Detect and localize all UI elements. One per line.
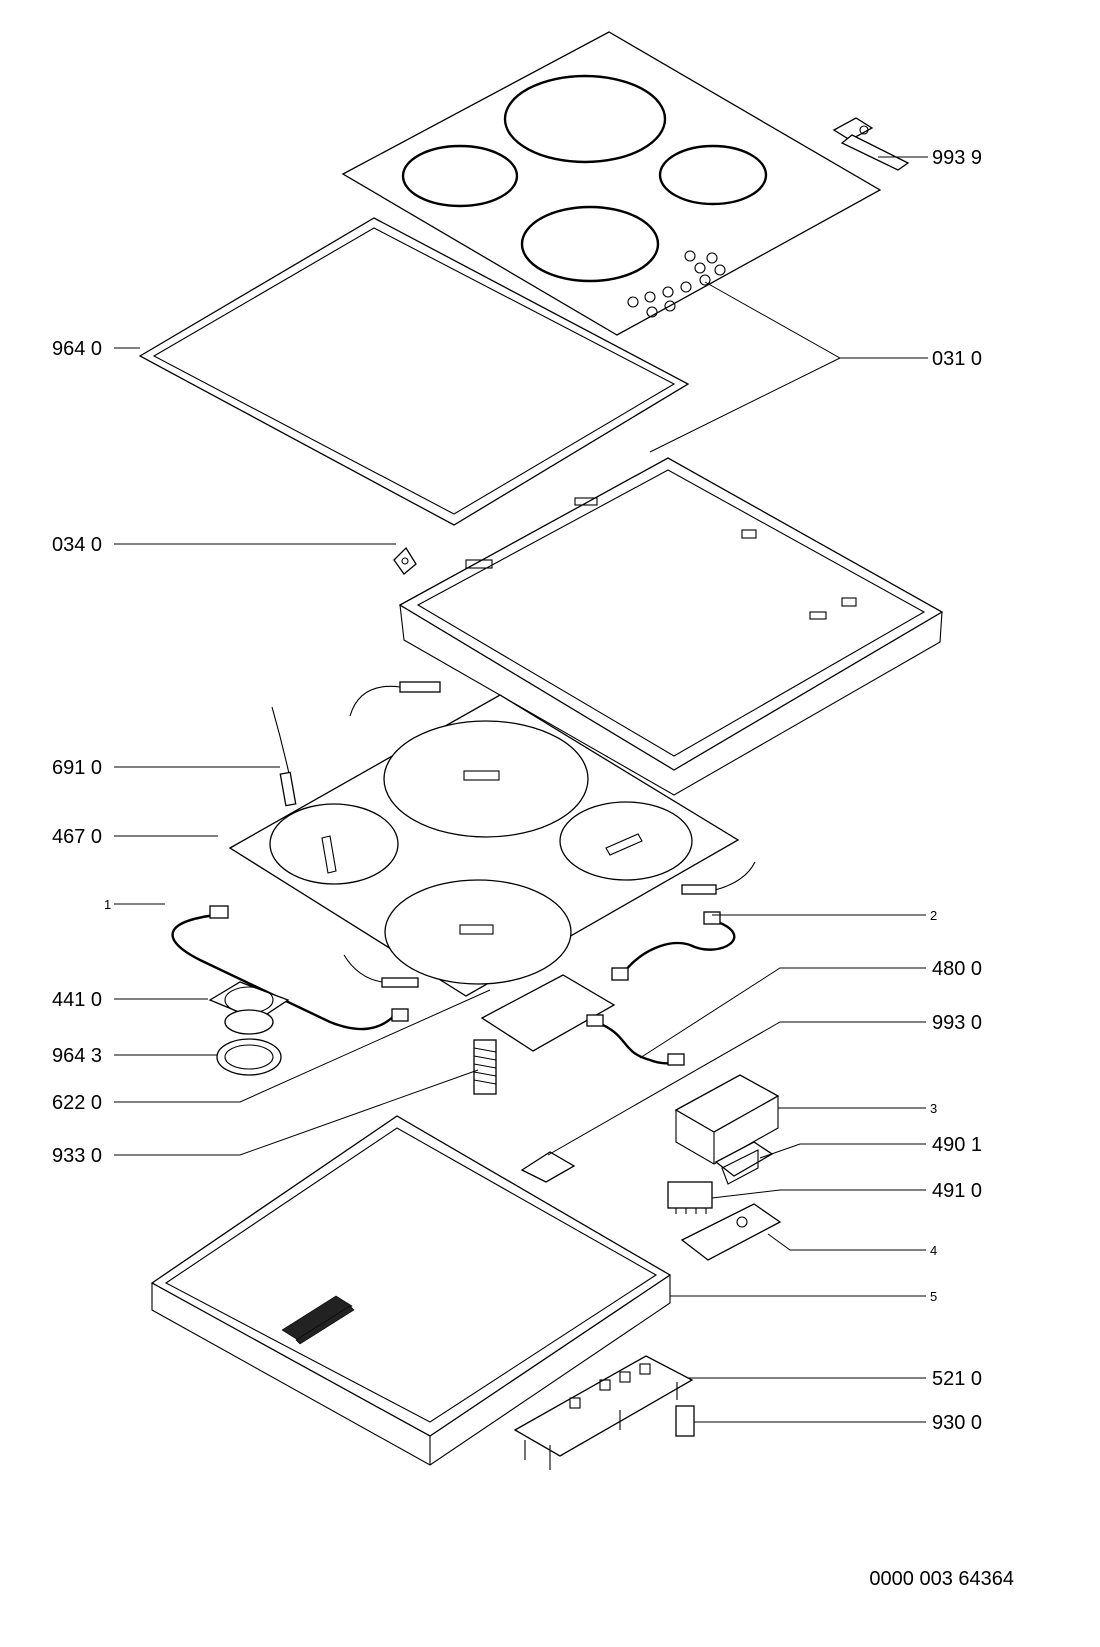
callout-labels: 993 9 964 0 031 0 034 0 691 0 467 0 1 2 … — [52, 147, 982, 1434]
seal-gasket-frame — [138, 217, 690, 526]
callout-622-0: 622 0 — [52, 1092, 102, 1114]
callout-933-0: 933 0 — [52, 1145, 102, 1167]
bottom-tray — [150, 1115, 672, 1466]
callout-467-0: 467 0 — [52, 826, 102, 848]
callout-521-0: 521 0 — [932, 1368, 982, 1390]
callout-5: 5 — [930, 1289, 937, 1304]
callout-3: 3 — [930, 1101, 937, 1116]
ceramic-glass-top — [341, 31, 882, 336]
ring-seal — [216, 1038, 282, 1076]
hob-frame — [398, 457, 944, 796]
callout-691-0: 691 0 — [52, 757, 102, 779]
fixing-bracket-part — [832, 117, 910, 171]
callout-491-0: 491 0 — [932, 1180, 982, 1202]
control-board — [513, 1355, 694, 1470]
callout-4: 4 — [930, 1243, 937, 1258]
callout-993-9: 993 9 — [932, 147, 982, 169]
callout-1: 1 — [104, 897, 111, 912]
circuit-board — [480, 974, 616, 1052]
terminal-block — [714, 1141, 774, 1185]
heating-element-plate — [228, 681, 756, 997]
callout-993-0: 993 0 — [932, 1012, 982, 1034]
cover-plate — [680, 1203, 782, 1261]
wire-harness-2 — [611, 911, 736, 981]
wire-harness-1 — [171, 905, 409, 1031]
terminal-housing — [674, 1074, 780, 1165]
callout-930-0: 930 0 — [932, 1412, 982, 1434]
callout-964-3: 964 3 — [52, 1045, 102, 1067]
callout-031-0: 031 0 — [932, 348, 982, 370]
callout-490-1: 490 1 — [932, 1134, 982, 1156]
switch-component — [667, 1181, 713, 1214]
mounting-clip-993 — [520, 1151, 576, 1183]
cooling-fan — [208, 981, 290, 1035]
callout-441-0: 441 0 — [52, 989, 102, 1011]
spring-930 — [675, 1405, 695, 1437]
ribbon-cable — [586, 1014, 685, 1066]
callout-034-0: 034 0 — [52, 534, 102, 556]
spring-933 — [473, 1039, 497, 1095]
callout-964-0: 964 0 — [52, 338, 102, 360]
leader-lines — [114, 156, 928, 1423]
drawing-number: 0000 003 64364 — [869, 1568, 1014, 1590]
callout-2: 2 — [930, 908, 937, 923]
clip-part — [393, 546, 417, 575]
callout-480-0: 480 0 — [932, 958, 982, 980]
